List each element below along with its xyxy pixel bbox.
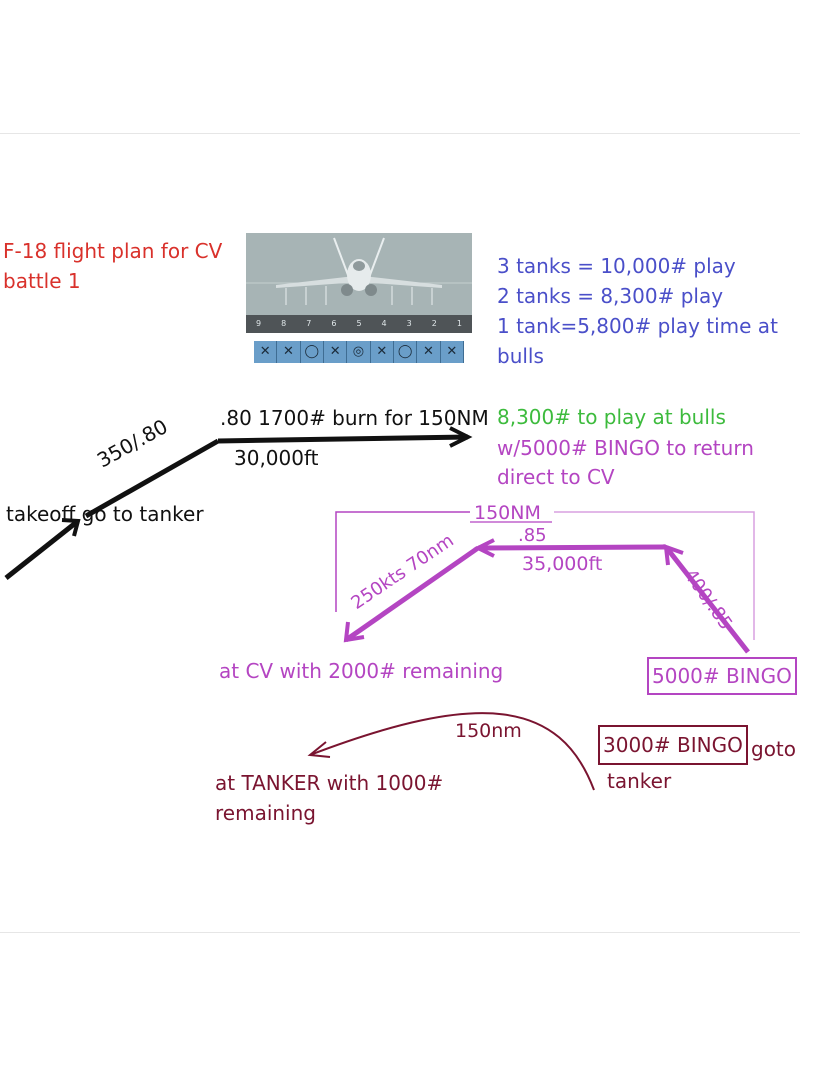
play-fuel-note: 8,300# to play at bulls [497, 405, 726, 429]
return-altitude-label: 35,000ft [522, 553, 603, 575]
station-number-strip: 9 8 7 6 5 4 3 2 1 [246, 315, 472, 333]
cruise-label: .80 1700# burn for 150NM [220, 406, 489, 430]
bingo-climb-path [664, 545, 750, 654]
weapon-icon-strip: ✕ ✕ ◯ ✕ ◎ ✕ ◯ ✕ ✕ [254, 341, 464, 363]
jet-loadout-panel: 9 8 7 6 5 4 3 2 1 ✕ ✕ ◯ ✕ ◎ ✕ ◯ ✕ ✕ [246, 233, 472, 363]
distance-bracket [335, 511, 470, 612]
descent-arrowhead [343, 621, 365, 643]
bottom-divider [0, 932, 800, 933]
tanker-goto-label-2: tanker [607, 769, 672, 793]
return-cruise-path [477, 544, 667, 551]
weapon-circle-icon: ◯ [394, 341, 418, 363]
weapon-cross-icon: ✕ [417, 341, 441, 363]
tanker-arrival-label: at TANKER with 1000# [215, 771, 444, 795]
descent-path [344, 545, 480, 643]
weapon-cross-icon: ✕ [324, 341, 348, 363]
station-5: 5 [356, 319, 362, 328]
station-1: 1 [456, 319, 462, 328]
tanker-arrival-label-2: remaining [215, 801, 316, 825]
station-4: 4 [381, 319, 387, 328]
bingo-note-line-1: w/5000# BINGO to return [497, 436, 754, 460]
bingo-note-line-2: direct to CV [497, 465, 615, 489]
station-9: 9 [256, 319, 262, 328]
station-6: 6 [331, 319, 337, 328]
weapon-cross-icon: ✕ [277, 341, 301, 363]
station-2: 2 [431, 319, 437, 328]
weapon-cross-icon: ✕ [441, 341, 464, 363]
tanker-bingo-box: 3000# BINGO [598, 725, 748, 765]
fuel-note-1-tank: 1 tank=5,800# play time at [497, 314, 778, 338]
fuel-note-2-tanks: 2 tanks = 8,300# play [497, 284, 724, 308]
weapon-cross-icon: ✕ [254, 341, 278, 363]
tanker-distance-label: 150nm [455, 720, 522, 742]
weapon-cross-icon: ✕ [371, 341, 394, 363]
tanker-curve-arrowhead [307, 741, 331, 758]
altitude-label: 30,000ft [234, 446, 319, 470]
tanker-curve [309, 712, 595, 791]
fuel-note-bulls: bulls [497, 344, 544, 368]
fuel-note-3-tanks: 3 tanks = 10,000# play [497, 254, 736, 278]
weapon-circle-icon: ◯ [301, 341, 324, 363]
cruise-path [217, 434, 469, 444]
takeoff-label: takeoff go to tanker [6, 502, 204, 526]
station-7: 7 [306, 319, 312, 328]
station-8: 8 [281, 319, 287, 328]
title-line-1: F-18 flight plan for CV [3, 239, 223, 263]
takeoff-path [4, 519, 80, 580]
distance-bracket-right [554, 511, 755, 640]
cv-arrival-label: at CV with 2000# remaining [219, 659, 504, 683]
bingo-box: 5000# BINGO [647, 657, 797, 695]
takeoff-arrowhead [61, 518, 81, 537]
return-distance-label: 150NM [474, 502, 541, 524]
climb-path [84, 438, 220, 519]
weapon-target-icon: ◎ [347, 341, 371, 363]
cruise-arrowhead [449, 426, 473, 448]
tanker-goto-label: goto [751, 737, 797, 761]
station-3: 3 [406, 319, 412, 328]
return-mach-label: .85 [518, 525, 547, 546]
top-divider [0, 133, 800, 134]
jet-front-view [246, 233, 472, 315]
title-line-2: battle 1 [3, 269, 81, 293]
